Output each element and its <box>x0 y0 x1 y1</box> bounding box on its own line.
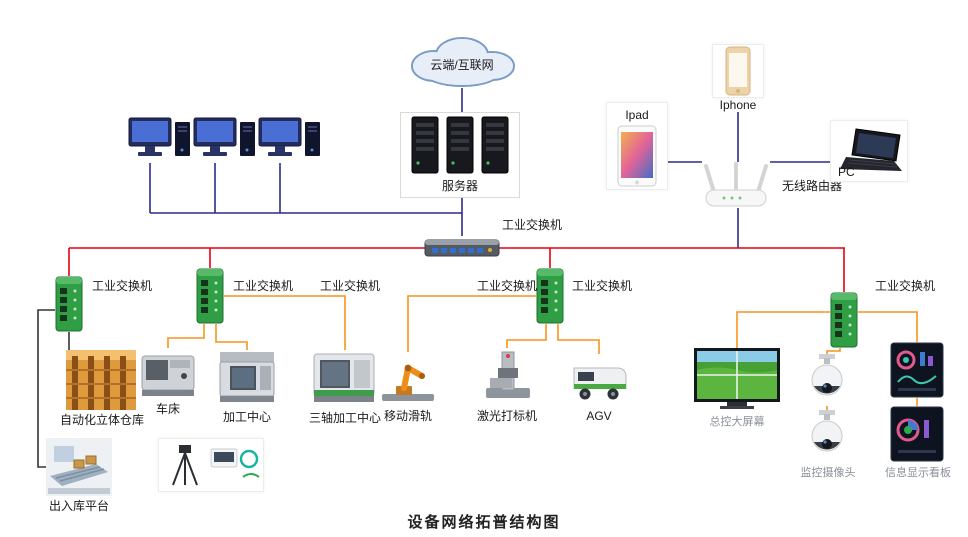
iphone-label: Iphone <box>719 98 757 112</box>
dome-camera-icon <box>811 354 843 396</box>
industrial-switch-1 <box>55 276 83 337</box>
switch-icon <box>424 239 500 257</box>
switch-5-label: 工业交换机 <box>572 279 633 293</box>
info-board-node-1 <box>890 342 944 403</box>
pc-label: PC <box>838 165 855 179</box>
lathe-label: 车床 <box>155 402 180 416</box>
tripod-instrument-icon <box>172 445 260 486</box>
switch-4-label: 工业交换机 <box>477 279 538 293</box>
workstation-icon <box>193 117 255 156</box>
router-icon <box>704 162 768 207</box>
agv-label: AGV <box>586 409 612 423</box>
triaxial-machining-node <box>312 350 376 411</box>
dark-links <box>37 309 70 468</box>
camera-node-1 <box>808 354 846 411</box>
info-board-icon <box>890 342 944 398</box>
iphone-icon <box>725 46 751 96</box>
switch-icon <box>536 268 564 324</box>
ipad-card: Ipad <box>606 102 668 190</box>
industrial-switch-4 <box>830 292 858 353</box>
server-label: 服务器 <box>441 179 478 193</box>
platform-node <box>46 438 112 501</box>
laser-marker-icon <box>486 351 530 398</box>
switch-2-label: 工业交换机 <box>233 279 294 293</box>
camera-node-2 <box>808 410 846 467</box>
slide-rail-node <box>380 352 436 409</box>
platform-label: 出入库平台 <box>48 499 109 513</box>
machining-center-label: 加工中心 <box>222 410 271 424</box>
router-label: 无线路由器 <box>782 179 843 193</box>
cloud-label: 云端/互联网 <box>430 58 494 72</box>
slide-rail-label: 移动滑轨 <box>383 409 432 423</box>
industrial-switch-2 <box>196 268 224 329</box>
pc-laptop-card: PC <box>830 120 908 182</box>
orange-links <box>167 295 918 410</box>
video-wall-icon <box>694 348 780 409</box>
info-board-icon <box>890 406 944 462</box>
iphone-card <box>712 44 764 98</box>
blue-links <box>149 88 830 248</box>
ipad-icon <box>617 125 657 186</box>
switch-icon <box>55 276 83 332</box>
laser-marker-label: 激光打标机 <box>476 409 537 423</box>
warehouse-node <box>66 350 136 415</box>
workstation-3 <box>258 116 322 171</box>
workstation-icon <box>128 117 190 156</box>
wireless-router <box>702 162 770 213</box>
workstation-2 <box>193 116 257 171</box>
workstation-icon <box>258 117 320 156</box>
control-screen-label: 总控大屏幕 <box>709 416 765 428</box>
cloud-internet: 云端/互联网 <box>398 30 526 90</box>
switch-1-label: 工业交换机 <box>92 279 153 293</box>
site-photo <box>158 438 264 492</box>
switch-icon <box>830 292 858 348</box>
machining-center-node <box>218 350 276 411</box>
switch-6-label: 工业交换机 <box>875 279 936 293</box>
triaxial-machining-icon <box>313 353 375 402</box>
switch-icon <box>196 268 224 324</box>
platform-icon <box>46 438 112 496</box>
lathe-node <box>140 348 196 403</box>
agv-icon <box>573 367 627 400</box>
laptop-icon <box>840 128 902 171</box>
agv-node <box>568 354 630 407</box>
server-node: 服务器 <box>400 112 520 198</box>
server-icon <box>411 116 509 174</box>
cloud-icon <box>411 37 515 87</box>
ipad-label: Ipad <box>625 107 649 122</box>
control-screen-node <box>694 348 780 415</box>
info-board-node-2 <box>890 406 944 467</box>
main-industrial-switch <box>424 236 500 263</box>
laser-marker-node <box>478 348 536 407</box>
page-title: 设备网络拓普结构图 <box>407 514 561 531</box>
switch-3-label: 工业交换机 <box>320 279 381 293</box>
dome-camera-icon <box>811 410 843 452</box>
warehouse-label: 自动化立体仓库 <box>59 413 144 427</box>
info-board-label: 信息显示看板 <box>885 467 951 479</box>
triaxial-machining-label: 三轴加工中心 <box>308 411 381 425</box>
main-switch-label: 工业交换机 <box>502 218 563 232</box>
robot-arm-icon <box>382 364 434 401</box>
camera-label: 监控摄像头 <box>800 467 856 479</box>
industrial-switch-3 <box>536 268 564 329</box>
workstation-1 <box>128 116 192 171</box>
lathe-icon <box>141 355 195 396</box>
machining-center-icon <box>219 352 275 402</box>
warehouse-icon <box>66 350 136 410</box>
